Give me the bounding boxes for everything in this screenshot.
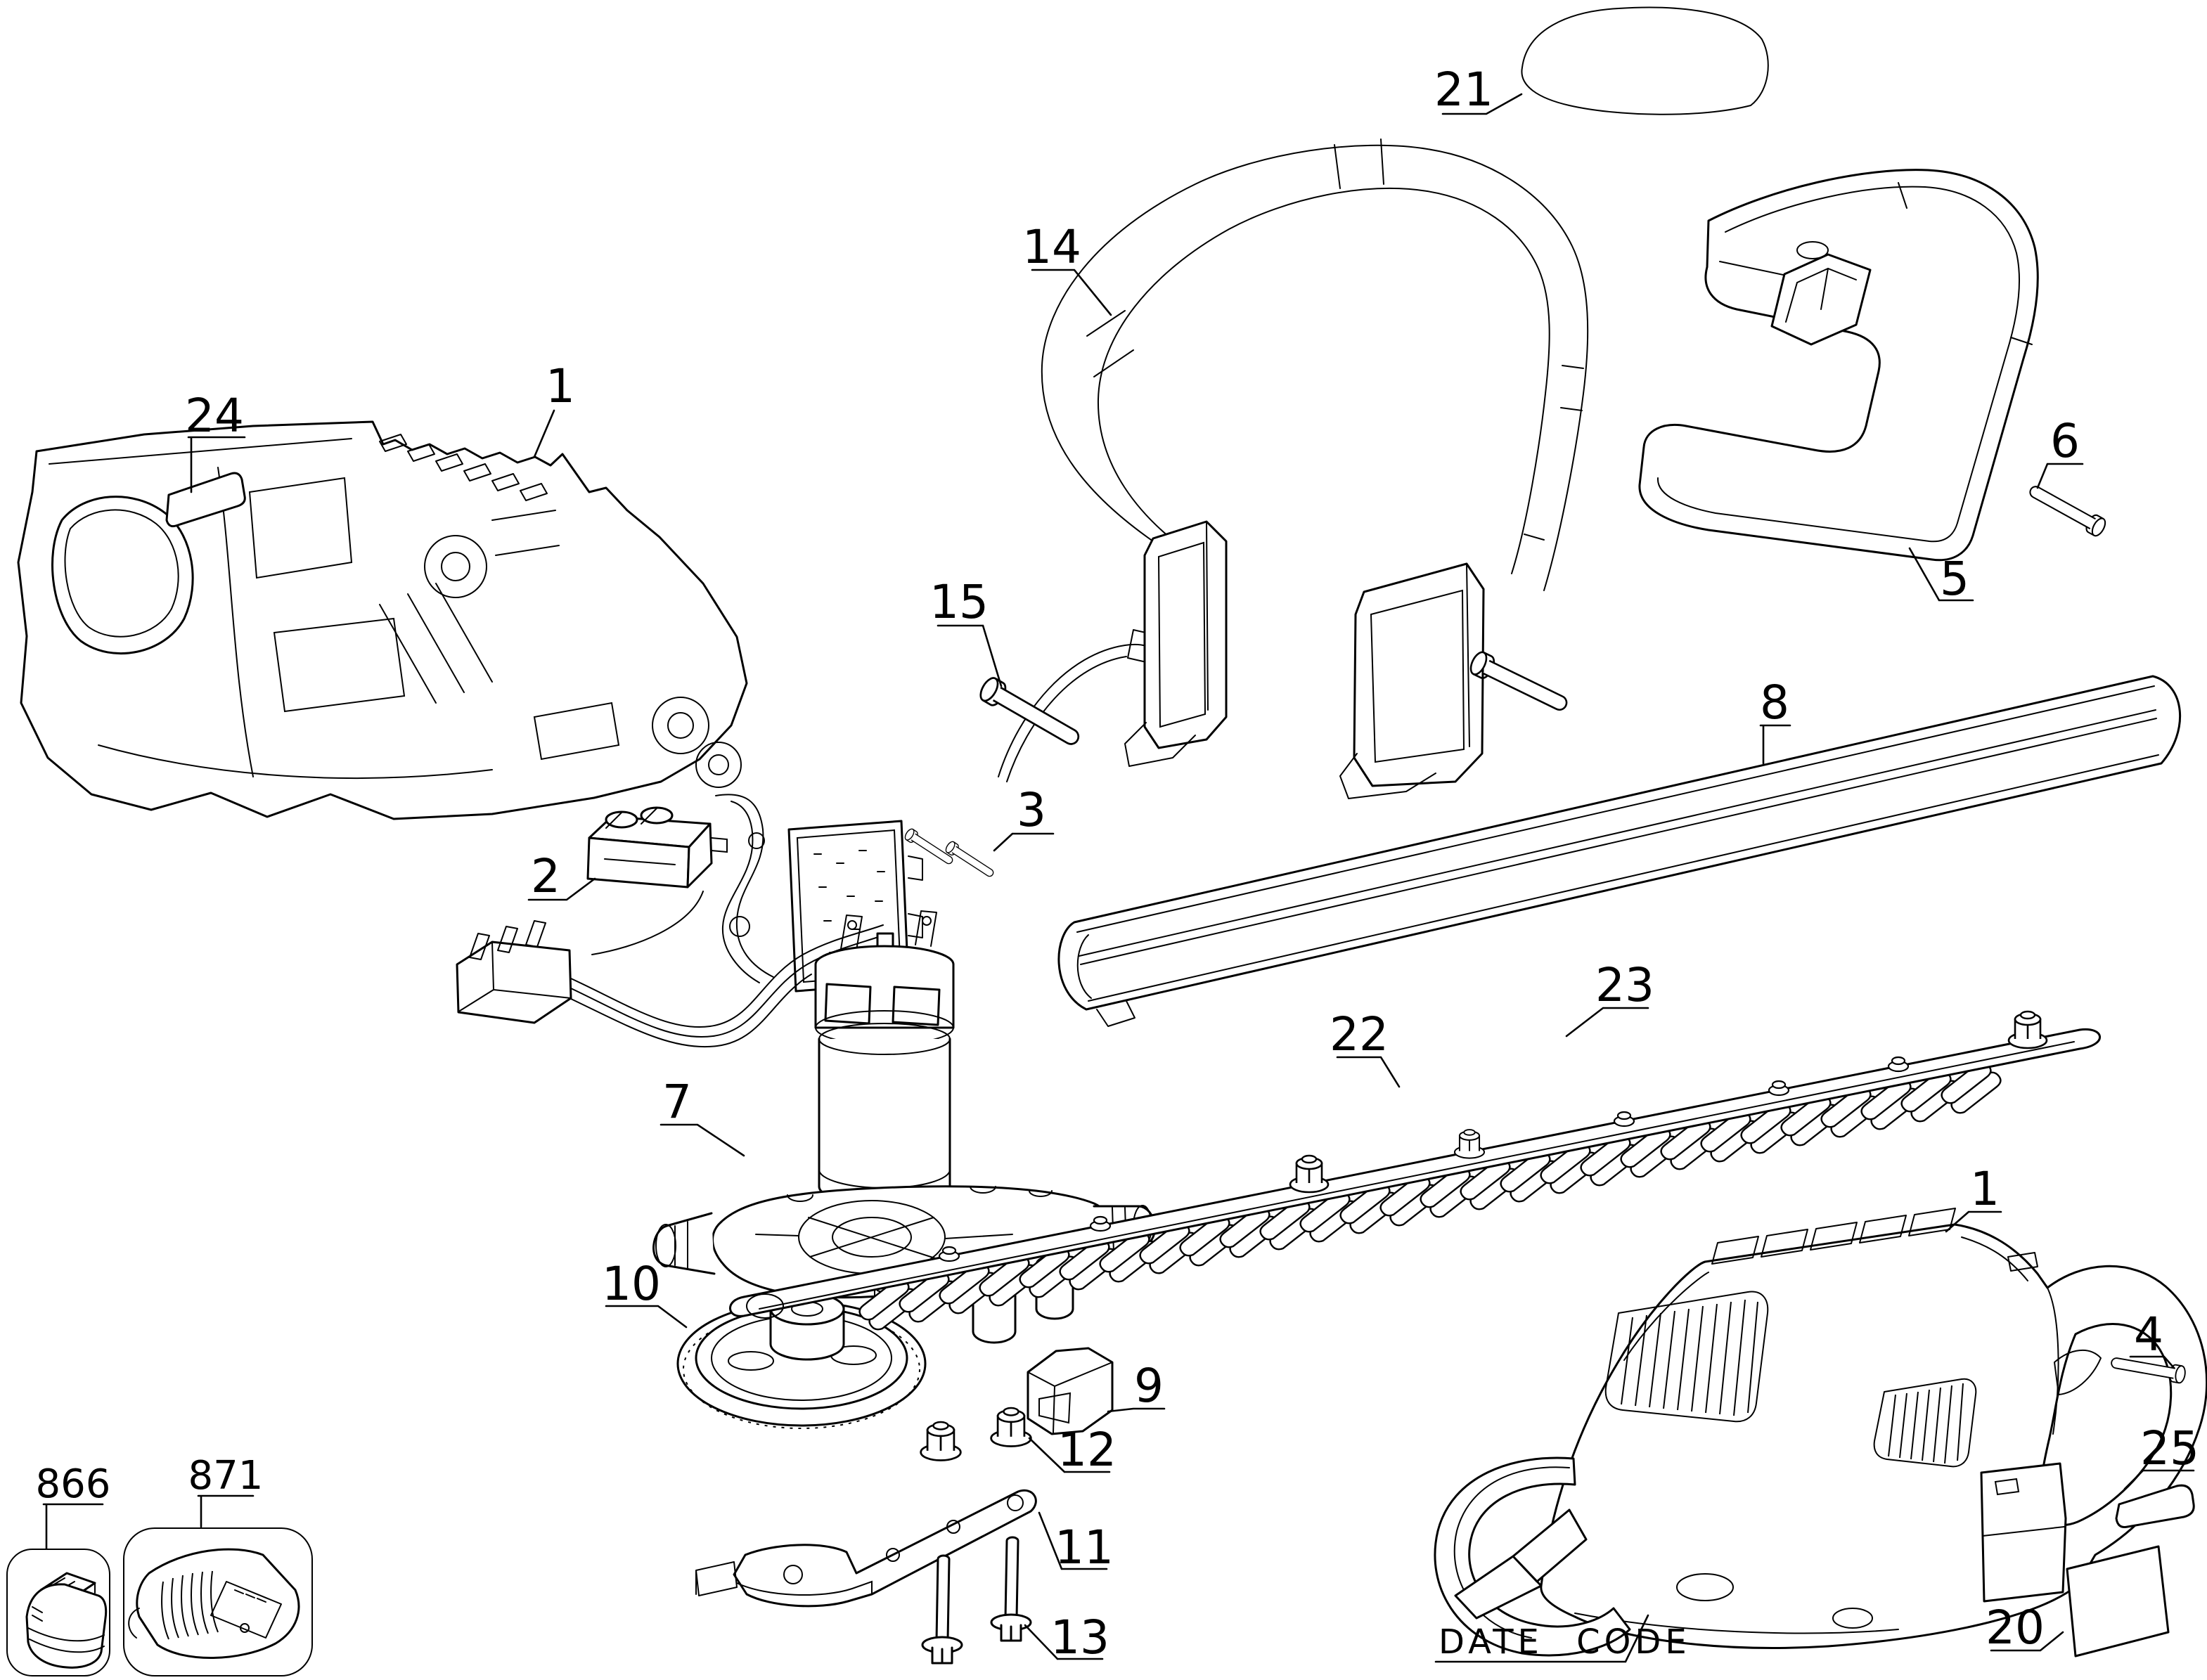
callout-21: 21 xyxy=(1434,63,1493,117)
blade-nut-mid xyxy=(1289,1154,1330,1194)
callout-9: 9 xyxy=(1134,1359,1164,1413)
callout-labels: 24 1 14 21 6 5 15 2 3 8 7 22 23 10 9 12 … xyxy=(36,63,2199,1665)
blade-tang xyxy=(746,1293,784,1319)
hand-guard xyxy=(1638,169,2109,562)
blade-assembly xyxy=(729,1010,2102,1331)
housing-handle-aperture xyxy=(51,496,194,655)
blade-nut-small xyxy=(1453,1129,1486,1159)
assembled-trimmer-unit xyxy=(1434,1208,2207,1658)
callout-14: 14 xyxy=(1022,220,1081,274)
callout-871: 871 xyxy=(188,1453,264,1499)
blade-bolts xyxy=(921,1536,1032,1665)
leader-lines xyxy=(42,93,2195,1663)
housing-sticker-24 xyxy=(165,472,246,528)
callout-22: 22 xyxy=(1330,1007,1389,1061)
handle-right-foot xyxy=(1339,562,1485,799)
switch-block xyxy=(586,806,728,889)
callout-11: 11 xyxy=(1055,1520,1114,1575)
top-fins xyxy=(1711,1208,1956,1265)
switch-bracket xyxy=(715,794,774,983)
motor xyxy=(814,910,955,1206)
gear-wheel xyxy=(676,1292,927,1429)
charger-drawing xyxy=(128,1548,300,1659)
callout-12: 12 xyxy=(1057,1423,1117,1477)
grip-label xyxy=(1521,6,1769,115)
callout-1-housing: 1 xyxy=(546,359,575,413)
loop-handle xyxy=(976,138,1589,799)
charger-box xyxy=(123,1527,313,1676)
callout-1-unit: 1 xyxy=(1970,1162,2000,1216)
side-sticker-25 xyxy=(2115,1484,2195,1528)
callout-23: 23 xyxy=(1595,958,1654,1012)
blade-scabbard xyxy=(1057,675,2182,1027)
blade-nut-right xyxy=(2007,1010,2048,1049)
housing-interior-ribs xyxy=(49,438,742,788)
switch-assembly xyxy=(456,629,1165,1048)
battery-pack-drawing xyxy=(25,1572,108,1669)
battery-bay xyxy=(1980,1462,2067,1603)
handle-left-foot xyxy=(1124,520,1228,767)
left-vent-grill xyxy=(1604,1291,1769,1423)
callout-13: 13 xyxy=(1050,1610,1109,1665)
motor-housing-assembly xyxy=(17,420,748,820)
support-bar xyxy=(695,1489,1037,1608)
callout-7: 7 xyxy=(662,1075,692,1129)
blade-spine xyxy=(729,1028,2102,1317)
blade-exit-bracket xyxy=(1454,1508,1588,1620)
callout-866: 866 xyxy=(36,1461,111,1507)
guard-clamp xyxy=(1770,241,1872,346)
callout-24: 24 xyxy=(185,389,244,443)
callout-8: 8 xyxy=(1760,676,1789,730)
callout-2: 2 xyxy=(531,849,560,903)
callout-15: 15 xyxy=(929,575,989,629)
callout-6: 6 xyxy=(2050,414,2080,468)
callout-5: 5 xyxy=(1940,552,1969,606)
callout-3: 3 xyxy=(1017,783,1046,837)
battery-box xyxy=(6,1549,110,1676)
trigger xyxy=(2054,1349,2102,1395)
callout-4: 4 xyxy=(2134,1307,2163,1362)
callout-25: 25 xyxy=(2140,1421,2199,1475)
housing-cooling-fins xyxy=(379,434,548,501)
callout-10: 10 xyxy=(602,1257,661,1311)
battery-contact-block xyxy=(456,920,572,1024)
blade-nuts xyxy=(920,1407,1032,1461)
handle-screw-left xyxy=(976,674,1085,753)
guard-screw xyxy=(2025,480,2109,539)
spacer-block xyxy=(1027,1347,1114,1435)
callout-20: 20 xyxy=(1986,1601,2045,1655)
date-code-label: DATE CODE xyxy=(1439,1622,1691,1662)
bottom-sticker-20 xyxy=(2066,1545,2170,1658)
right-vent-grill xyxy=(1873,1378,1977,1468)
gear-case-left-lug xyxy=(652,1212,716,1275)
